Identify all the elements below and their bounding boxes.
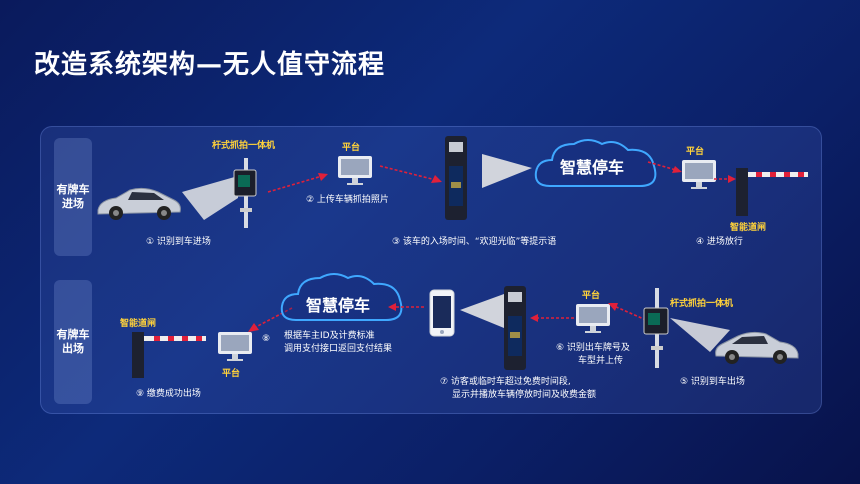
step7-caption-line1: ⑦ 访客或临时车超过免费时间段, — [440, 377, 571, 387]
step8-caption-line2: 调用支付接口返回支付结果 — [284, 344, 393, 354]
step6-caption-line1: ⑥ 识别出车牌号及 — [556, 343, 630, 353]
step1-caption: ① 识别到车进场 — [146, 237, 211, 247]
phone-icon — [429, 289, 455, 337]
capture-beam — [670, 318, 730, 352]
gate-label: 智能道闸 — [120, 319, 157, 329]
flow-arrow — [267, 173, 328, 193]
row-label-exit: 有牌车出场 — [54, 280, 92, 404]
barrier-gate-icon — [132, 332, 206, 378]
monitor-icon — [682, 160, 716, 189]
platform-label: 平台 — [342, 143, 361, 153]
monitor-icon — [576, 304, 610, 333]
step5-caption: ⑤ 识别到车出场 — [680, 377, 745, 387]
flow-arrow — [248, 307, 293, 332]
step7-caption-line2: 显示并播放车辆停放时间及收费金额 — [452, 390, 597, 400]
capture-beam — [182, 176, 238, 220]
step4-caption: ④ 进场放行 — [696, 237, 743, 247]
step9-caption: ⑨ 缴费成功出场 — [136, 389, 201, 399]
camera-pole-icon — [643, 288, 669, 368]
cloud-icon — [280, 273, 403, 321]
display-pillar-icon — [504, 286, 526, 370]
step3-caption: ③ 该车的入场时间、“欢迎光临”等提示语 — [392, 237, 557, 247]
platform-label: 平台 — [582, 291, 601, 301]
step6-caption-line2: 车型并上传 — [578, 356, 624, 366]
monitor-icon — [338, 156, 372, 185]
flow-arrow — [388, 303, 424, 311]
cloud-label: 智慧停车 — [560, 158, 625, 177]
cloud-label: 智慧停车 — [306, 296, 371, 315]
step8-caption-line1: 根据车主ID及计费标准 — [284, 331, 375, 341]
page-title: 改造系统架构—无人值守流程 — [34, 50, 386, 80]
flow-arrow — [647, 161, 682, 173]
platform-label: 平台 — [686, 147, 705, 157]
platform-label: 平台 — [222, 369, 241, 379]
camera-label: 杆式抓拍一体机 — [670, 299, 734, 309]
row-label-entry: 有牌车进场 — [54, 138, 92, 256]
gate-label: 智能道闸 — [730, 223, 767, 233]
barrier-gate-icon — [736, 168, 808, 216]
camera-label: 杆式抓拍一体机 — [212, 141, 276, 151]
flow-arrow — [530, 314, 574, 322]
broadcast-beam — [460, 294, 504, 328]
display-pillar-icon — [445, 136, 467, 220]
flow-arrow — [379, 165, 442, 183]
flow-arrow — [714, 175, 736, 183]
step2-caption: ② 上传车辆抓拍照片 — [306, 195, 389, 205]
car-icon — [97, 187, 181, 220]
cloud-icon — [534, 139, 657, 187]
broadcast-beam — [482, 154, 532, 188]
flow-arrow — [608, 303, 647, 321]
car-icon — [715, 331, 799, 364]
step8-number: ⑧ — [262, 334, 271, 344]
monitor-icon — [218, 332, 252, 361]
camera-pole-icon — [233, 158, 257, 228]
